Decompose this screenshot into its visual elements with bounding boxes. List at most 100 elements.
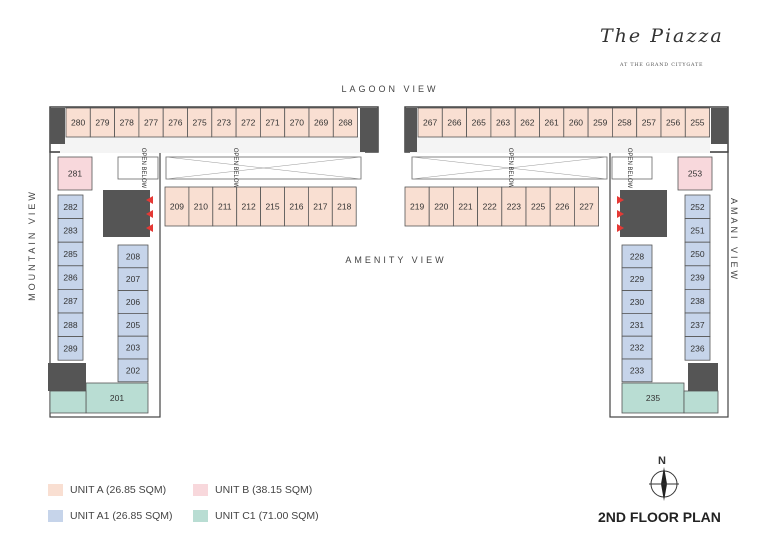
- unit-number-label: 250: [690, 249, 704, 259]
- unit-220[interactable]: [428, 186, 454, 227]
- compass-north-label: N: [658, 455, 666, 467]
- elevator-core: [620, 190, 667, 237]
- unit-222[interactable]: [477, 186, 503, 227]
- unit-218[interactable]: [331, 186, 357, 227]
- unit-number-label: 210: [194, 202, 208, 212]
- lagoon-view-label: LAGOON VIEW: [341, 84, 438, 94]
- legend-unit-c1: UNIT C1 (71.00 SQM): [215, 510, 319, 522]
- unit-number-label: 259: [593, 118, 607, 128]
- unit-number-label: 273: [217, 118, 231, 128]
- legend-swatch-unit-c1: [193, 510, 208, 522]
- unit-number-label: 220: [434, 202, 448, 212]
- entry-arrow-icon: [146, 196, 153, 204]
- open-below-void: [117, 156, 159, 180]
- unit-number-label: 208: [126, 251, 140, 261]
- amenity-view-label: AMENITY VIEW: [345, 255, 446, 265]
- unit-263[interactable]: [490, 107, 516, 138]
- unit-255[interactable]: [684, 107, 710, 138]
- unit-number-label: 257: [642, 118, 656, 128]
- unit-number-label: 271: [265, 118, 279, 128]
- unit-number-label: 221: [458, 202, 472, 212]
- entry-arrow-icon: [146, 224, 153, 232]
- unit-277[interactable]: [138, 107, 164, 138]
- unit-233[interactable]: [621, 358, 653, 383]
- unit-261[interactable]: [539, 107, 565, 138]
- unit-236[interactable]: [684, 336, 711, 361]
- unit-number-label: 253: [688, 169, 702, 179]
- unit-268[interactable]: [332, 107, 358, 138]
- unit-number-label: 236: [690, 343, 704, 353]
- stair-core: [360, 108, 378, 152]
- unit-289[interactable]: [57, 336, 84, 361]
- unit-262[interactable]: [514, 107, 540, 138]
- unit-number-label: 281: [68, 169, 82, 179]
- unit-number-label: 231: [630, 320, 644, 330]
- unit-258[interactable]: [612, 107, 638, 138]
- unit-number-label: 216: [289, 202, 303, 212]
- unit-number-label: 252: [690, 202, 704, 212]
- unit-219[interactable]: [404, 186, 430, 227]
- unit-281[interactable]: [57, 156, 93, 191]
- unit-280[interactable]: [65, 107, 91, 138]
- legend-swatch-unit-a: [48, 484, 63, 496]
- unit-number-label: 276: [168, 118, 182, 128]
- unit-253[interactable]: [677, 156, 713, 191]
- unit-226[interactable]: [549, 186, 575, 227]
- legend-unit-a: UNIT A (26.85 SQM): [70, 484, 167, 496]
- unit-number-label: 211: [218, 202, 232, 212]
- unit-number-label: 288: [63, 320, 77, 330]
- unit-number-label: 207: [126, 274, 140, 284]
- unit-278[interactable]: [114, 107, 140, 138]
- unit-number-label: 255: [690, 118, 704, 128]
- unit-259[interactable]: [587, 107, 613, 138]
- unit-number-label: 268: [338, 118, 352, 128]
- unit-266[interactable]: [441, 107, 467, 138]
- unit-275[interactable]: [187, 107, 213, 138]
- unit-number-label: 230: [630, 297, 644, 307]
- unit-number-label: 237: [690, 320, 704, 330]
- unit-number-label: 261: [545, 118, 559, 128]
- unit-number-label: 272: [241, 118, 255, 128]
- unit-202[interactable]: [117, 358, 149, 383]
- unit-273[interactable]: [211, 107, 237, 138]
- unit-265[interactable]: [466, 107, 492, 138]
- unit-number-label: 219: [410, 202, 424, 212]
- stair-core: [688, 363, 718, 391]
- unit-number-label: 232: [630, 343, 644, 353]
- open-below-label: OPEN BELOW: [626, 148, 632, 189]
- unit-267[interactable]: [417, 107, 443, 138]
- brand-logo-script: The Piazza: [600, 25, 724, 47]
- unit-number-label: 265: [472, 118, 486, 128]
- compass: N: [646, 455, 682, 505]
- unit-223[interactable]: [501, 186, 527, 227]
- floor-plan-title: 2ND FLOOR PLAN: [598, 509, 721, 525]
- unit-number-label: 229: [630, 274, 644, 284]
- unit-235-wing[interactable]: [683, 390, 719, 414]
- unit-number-label: 258: [617, 118, 631, 128]
- unit-number-label: 202: [126, 365, 140, 375]
- unit-number-label: 203: [126, 343, 140, 353]
- unit-number-label: 215: [265, 202, 279, 212]
- unit-number-label: 222: [483, 202, 497, 212]
- unit-number-label: 285: [63, 249, 77, 259]
- open-below-void: [611, 156, 653, 180]
- unit-number-label: 289: [63, 343, 77, 353]
- unit-number-label: 263: [496, 118, 510, 128]
- unit-260[interactable]: [563, 107, 589, 138]
- unit-227[interactable]: [574, 186, 600, 227]
- unit-number-label: 235: [646, 393, 660, 403]
- unit-201-wing[interactable]: [49, 390, 87, 414]
- unit-number-label: 266: [447, 118, 461, 128]
- unit-number-label: 256: [666, 118, 680, 128]
- left-corridor: [60, 137, 365, 153]
- unit-number-label: 218: [337, 202, 351, 212]
- unit-256[interactable]: [660, 107, 686, 138]
- legend-swatch-unit-a1: [48, 510, 63, 522]
- unit-235[interactable]: [621, 382, 685, 414]
- entry-arrow-icon: [617, 196, 624, 204]
- unit-number-label: 269: [314, 118, 328, 128]
- unit-number-label: 217: [313, 202, 327, 212]
- unit-number-label: 270: [290, 118, 304, 128]
- unit-201[interactable]: [85, 382, 149, 414]
